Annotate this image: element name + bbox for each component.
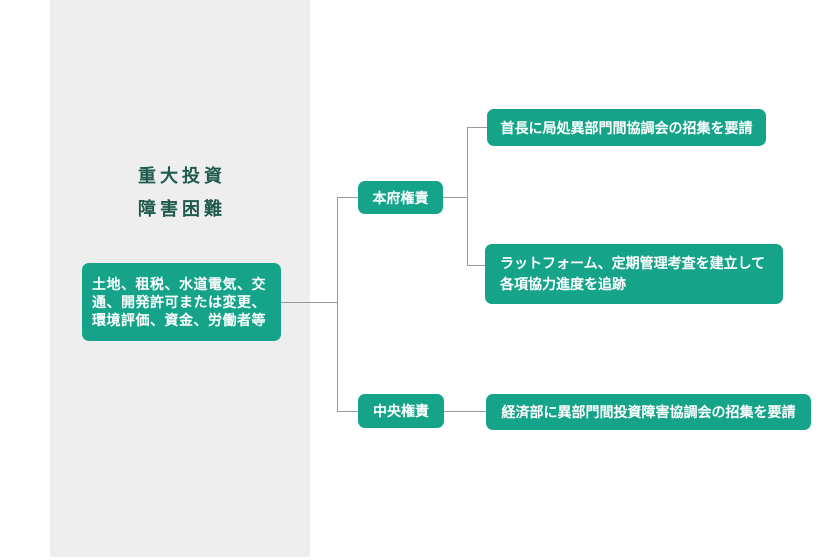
connector-trunk-vertical xyxy=(337,197,338,412)
leaf-node-platform-tracking: ラットフォーム、定期管理考査を建立して各項協力進度を追跡 xyxy=(485,244,783,304)
root-node-investment-obstacles: 土地、租税、水道電気、交通、開発許可または変更、環境評価、資金、労働者等 xyxy=(82,263,281,341)
diagram-title-line1: 重大投資 xyxy=(138,166,226,186)
connector-branch2-horizontal xyxy=(338,411,358,412)
diagram-title: 重大投資 障害困難 xyxy=(82,160,282,226)
branch-node-central-government: 中央権責 xyxy=(358,394,444,428)
connector-root-horizontal xyxy=(281,302,338,303)
leaf-node-ministry-coordination: 経済部に異部門間投資障害協調会の招集を要請 xyxy=(486,394,811,430)
connector-leaf3-horizontal xyxy=(444,411,486,412)
connector-sub-vertical xyxy=(467,127,468,266)
connector-leaf1-horizontal xyxy=(467,127,487,128)
connector-branch1-horizontal xyxy=(338,197,358,198)
connector-leaf2-horizontal xyxy=(467,265,485,266)
branch-node-local-government: 本府権責 xyxy=(358,181,443,214)
leaf-node-mayor-coordination: 首長に局処異部門間協調会の招集を要請 xyxy=(487,109,766,146)
diagram-title-line2: 障害困難 xyxy=(138,199,226,219)
connector-branch1-out-horizontal xyxy=(443,197,467,198)
